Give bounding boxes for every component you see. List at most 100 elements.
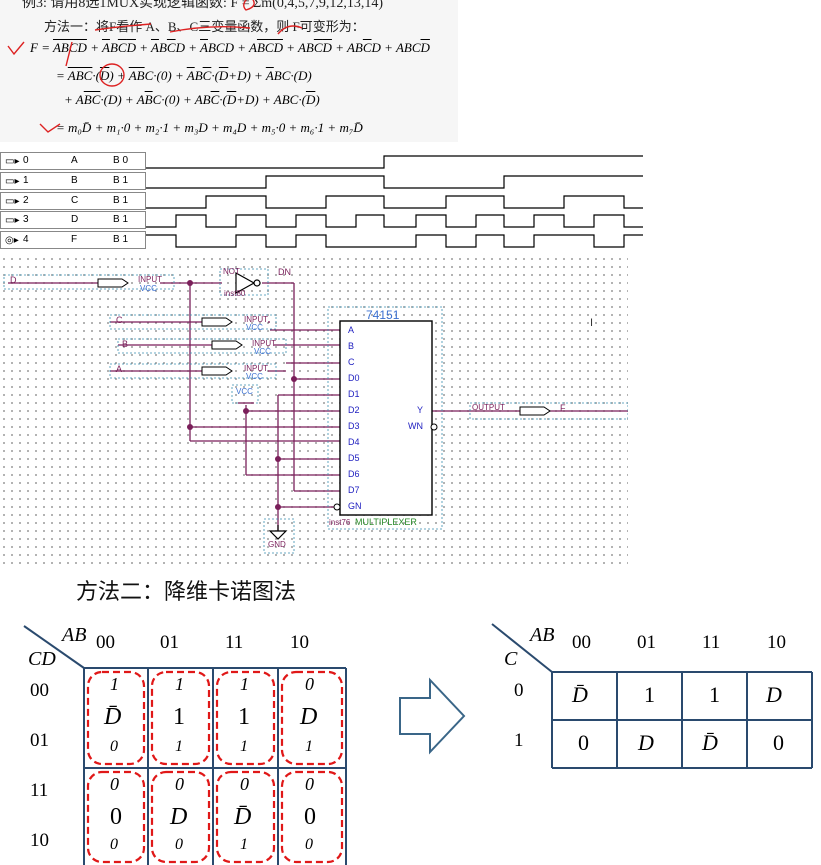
vcc-const-label: VCC (236, 387, 253, 396)
kmap3-cell-1-0: 0 (578, 730, 589, 755)
waveform-traces (146, 155, 643, 248)
mux-inst: inst76 (329, 518, 351, 527)
mux-pin-gn: GN (348, 501, 362, 511)
kmap4-top-1-2: 0 (240, 774, 249, 794)
kmap4-row-2: 11 (30, 780, 49, 801)
kmap3-cell-0-1: 1 (644, 682, 655, 707)
input-label-c: INPUT (244, 315, 268, 324)
kmap4-row-1: 01 (30, 730, 49, 751)
method2-title: 方法二：降维卡诺图法 (76, 580, 297, 605)
mux-pin-d5: D5 (348, 453, 360, 463)
kmap4-bot-0-2: 1 (240, 738, 248, 755)
kmap4-col-0: 00 (96, 632, 115, 653)
equation-row-4: = m₀D̄ + m₁·0 + m₂·1 + m₃D + m₄D + m₅·0 … (56, 120, 363, 135)
mux-pin-c: C (348, 357, 355, 367)
kmap3-c-label: C (504, 648, 518, 670)
kmap4-bot-1-0: 0 (110, 836, 118, 853)
kmap3-cell-1-2: D̄ (702, 730, 718, 755)
mux-pin-y: Y (417, 405, 424, 415)
kmap4-row-0: 00 (30, 680, 49, 701)
example-line: 例3: 请用8选1MUX实现逻辑函数: F = Σm(0,4,5,7,9,12,… (22, 0, 383, 11)
method1-line: 方法一：将F看作 A、B、C三变量函数，则 F可变形为： (44, 19, 365, 34)
output-name-f: F (560, 403, 566, 413)
dn-label: DN (278, 267, 291, 277)
a-input-name: A (116, 364, 123, 374)
kmap4-bot-1-2: 1 (240, 836, 248, 853)
kmap4-bot-0-0: 0 (110, 738, 118, 755)
input-label-d: INPUT (138, 275, 162, 284)
equation-row-3: + ABC·(D) + ABC·(0) + ABC·(D+D) + ABC·(D… (64, 92, 320, 107)
kmap4-top-0-0: 1 (110, 674, 119, 694)
mux-pin-d6: D6 (348, 469, 360, 479)
mux-pin-d4: D4 (348, 437, 360, 447)
schematic-panel: D INPUT VCC NOT inst80 DN C INPUT VCC B … (0, 255, 628, 567)
signal-row-3[interactable]: ▭▸ 3 D B 1 (0, 211, 146, 229)
output-label: OUTPUT (472, 403, 505, 412)
mux-pin-d3: D3 (348, 421, 360, 431)
mux-pin-d1: D1 (348, 389, 360, 399)
kmap4-mid-1-0: 0 (110, 804, 122, 830)
kmap3-cell-0-2: 1 (709, 682, 720, 707)
input-pin-icon: ▭▸ (5, 176, 20, 187)
schematic-wires (3, 268, 628, 554)
kmap3-cell-1-1: D (638, 730, 654, 755)
kmap4-mid-1-2: D̄ (234, 804, 252, 830)
kmap4-mid-1-1: D (170, 804, 188, 830)
kmap4-top-1-0: 0 (110, 774, 119, 794)
input-pin-icon: ▭▸ (5, 156, 20, 167)
kmap4-top-0-3: 0 (305, 674, 314, 694)
kmap4-top-0-2: 1 (240, 674, 249, 694)
kmap4-col-3: 10 (290, 632, 309, 653)
kmap4-top-1-3: 0 (305, 774, 314, 794)
c-input-name: C (116, 315, 123, 325)
kmap3-cell-0-0: D̄ (572, 682, 588, 707)
mux-pin-a: A (348, 325, 355, 335)
mux-pin-wn: WN (408, 421, 423, 431)
kmap4-mid-0-0: D̄ (104, 704, 122, 730)
vcc-label-b: VCC (254, 347, 271, 356)
mux-pin-d2: D2 (348, 405, 360, 415)
gnd-label: GND (268, 540, 286, 549)
kmap3-ab-label: AB (530, 624, 555, 646)
output-pin-icon: ◎▸ (5, 235, 19, 246)
kmap4-bot-0-3: 1 (305, 738, 313, 755)
mux-name: MULTIPLEXER (355, 517, 417, 527)
b-input-name: B (122, 339, 129, 349)
kmap3-cell-0-3: D (766, 682, 782, 707)
vcc-label-d: VCC (140, 284, 157, 293)
mux-title: 74151 (366, 308, 400, 322)
eq2-prefix: = (56, 68, 65, 83)
waveform-panel: ▭▸ 0 A B 0 ▭▸ 1 B B 1 ▭▸ 2 C B 1 ▭▸ 3 D … (0, 148, 643, 251)
kmap3-col-0: 00 (572, 632, 591, 653)
kmap3-row-1: 1 (514, 730, 524, 751)
mux-pin-b: B (348, 341, 355, 351)
eq1-lhs: F = (30, 40, 50, 55)
vcc-label-c: VCC (246, 323, 263, 332)
kmap4-cd-label: CD (28, 648, 56, 670)
kmap-lines (23, 623, 813, 865)
kmap4-mid-1-3: 0 (304, 804, 316, 830)
kmap3-col-3: 10 (767, 632, 786, 653)
kmap3-cell-1-3: 0 (773, 730, 784, 755)
input-pin-icon: ▭▸ (5, 196, 20, 207)
eq3-prefix: + (64, 92, 73, 107)
kmap3-col-2: 11 (702, 632, 721, 653)
kmap4-mid-0-1: 1 (173, 704, 185, 730)
text-cursor: I (590, 317, 594, 329)
kmap4-top-1-1: 0 (175, 774, 184, 794)
not-inst: inst80 (224, 289, 246, 298)
vcc-label-a: VCC (246, 372, 263, 381)
equation-row-2: = ABC·(D) + ABC·(0) + ABC·(D+D) + ABC·(D… (56, 68, 312, 83)
signal-row-1[interactable]: ▭▸ 1 B B 1 (0, 172, 146, 190)
kmap3-col-1: 01 (637, 632, 656, 653)
signal-row-2[interactable]: ▭▸ 2 C B 1 (0, 192, 146, 210)
mux-pin-d0: D0 (348, 373, 360, 383)
kmap3-row-0: 0 (514, 680, 524, 701)
kmap4-col-1: 01 (160, 632, 179, 653)
signal-row-4[interactable]: ◎▸ 4 F B 1 (0, 231, 146, 249)
kmap4-bot-0-1: 1 (175, 738, 183, 755)
input-label-a: INPUT (244, 364, 268, 373)
red-annotations (7, 0, 303, 133)
signal-row-0[interactable]: ▭▸ 0 A B 0 (0, 152, 146, 170)
d-input-name: D (10, 275, 17, 285)
